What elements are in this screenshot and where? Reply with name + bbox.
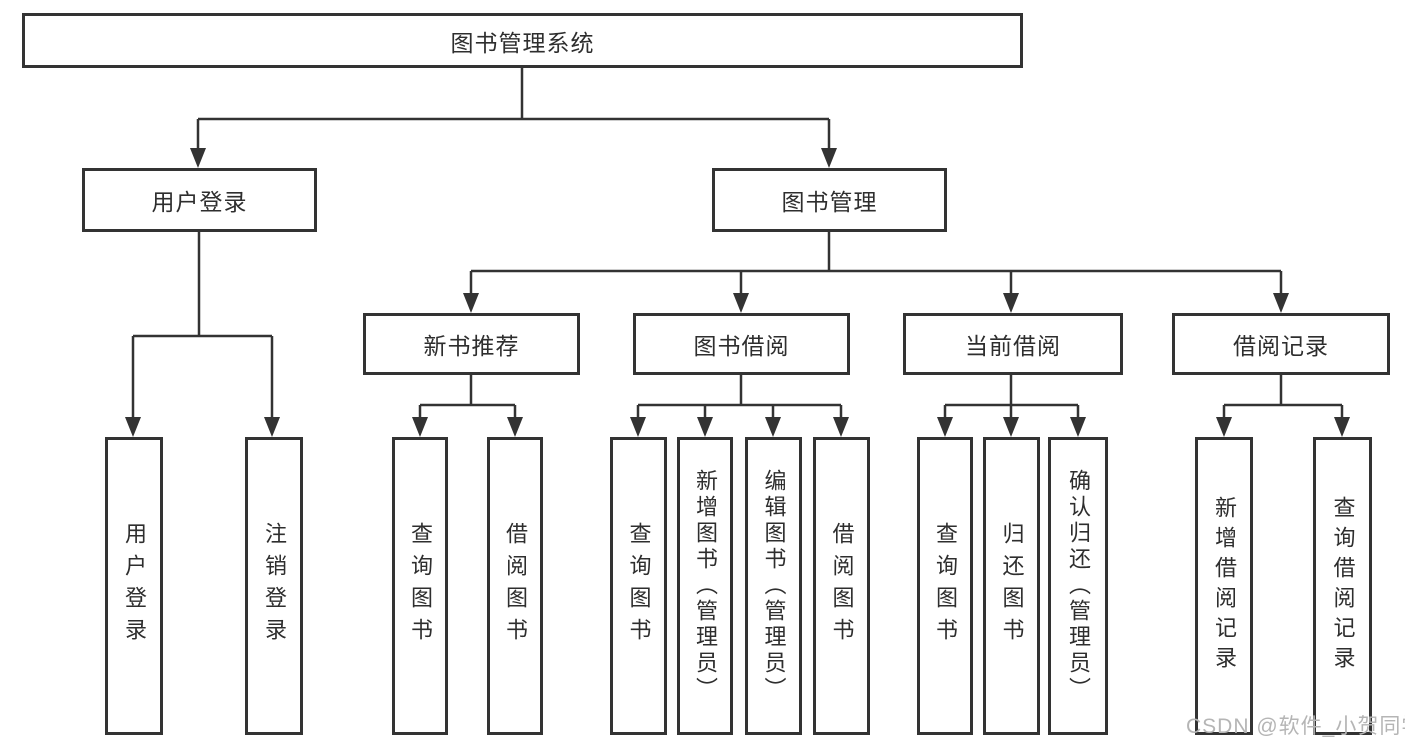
node-label: 图书管理 <box>781 189 878 215</box>
node-label: 用户登录 <box>151 189 248 215</box>
connector-mgmt-to-level3 <box>463 232 1289 313</box>
connector-login-to-leaves <box>125 232 280 437</box>
node-book-management: 图书管理 <box>712 168 947 232</box>
node-book-borrowing: 图书借阅 <box>633 313 850 375</box>
node-user-login: 用户登录 <box>82 168 317 232</box>
watermark: CSDN @软件_小贺同学 <box>1186 715 1405 738</box>
leaf-query-books-current: 查询图书 <box>917 437 973 735</box>
node-label: 新书推荐 <box>423 333 520 359</box>
node-current-borrowing: 当前借阅 <box>903 313 1123 375</box>
leaf-label: 借阅图书 <box>829 522 855 650</box>
connector-root-to-level2 <box>190 68 837 168</box>
leaf-user-login: 用户登录 <box>105 437 163 735</box>
connector-current-to-leaves <box>937 375 1086 437</box>
leaf-label: 新增图书（管理员） <box>693 469 718 703</box>
leaf-label: 编辑图书（管理员） <box>761 469 787 703</box>
leaf-query-books-recommend: 查询图书 <box>392 437 448 735</box>
node-label: 图书管理系统 <box>450 29 595 56</box>
connector-borrow-to-leaves <box>630 375 849 437</box>
leaf-query-borrow-record: 查询借阅记录 <box>1313 437 1372 735</box>
node-label: 图书借阅 <box>693 333 790 359</box>
leaf-edit-books-admin: 编辑图书（管理员） <box>745 437 802 735</box>
leaf-label: 注销登录 <box>262 522 287 650</box>
leaf-label: 借阅图书 <box>503 522 528 650</box>
leaf-label: 查询图书 <box>626 522 652 650</box>
leaf-label: 查询借阅记录 <box>1330 496 1356 676</box>
connector-recommend-to-leaves <box>412 375 523 437</box>
leaf-borrow-books-recommend: 借阅图书 <box>487 437 543 735</box>
leaf-add-books-admin: 新增图书（管理员） <box>677 437 733 735</box>
leaf-label: 确认归还（管理员） <box>1066 469 1091 703</box>
leaf-label: 用户登录 <box>122 522 147 650</box>
node-label: 当前借阅 <box>965 333 1061 359</box>
leaf-confirm-return-admin: 确认归还（管理员） <box>1048 437 1108 735</box>
leaf-label: 新增借阅记录 <box>1212 496 1237 676</box>
node-label: 借阅记录 <box>1233 333 1329 359</box>
leaf-logout: 注销登录 <box>245 437 303 735</box>
leaf-borrow-books: 借阅图书 <box>813 437 870 735</box>
leaf-query-books-borrow: 查询图书 <box>610 437 667 735</box>
leaf-label: 归还图书 <box>999 522 1025 650</box>
connector-records-to-leaves <box>1216 375 1350 437</box>
node-new-book-recommend: 新书推荐 <box>363 313 580 375</box>
leaf-return-books: 归还图书 <box>983 437 1040 735</box>
node-library-management-system: 图书管理系统 <box>22 13 1023 68</box>
node-borrow-records: 借阅记录 <box>1172 313 1390 375</box>
leaf-label: 查询图书 <box>933 522 958 650</box>
leaf-label: 查询图书 <box>408 522 433 650</box>
leaf-add-borrow-record: 新增借阅记录 <box>1195 437 1253 735</box>
